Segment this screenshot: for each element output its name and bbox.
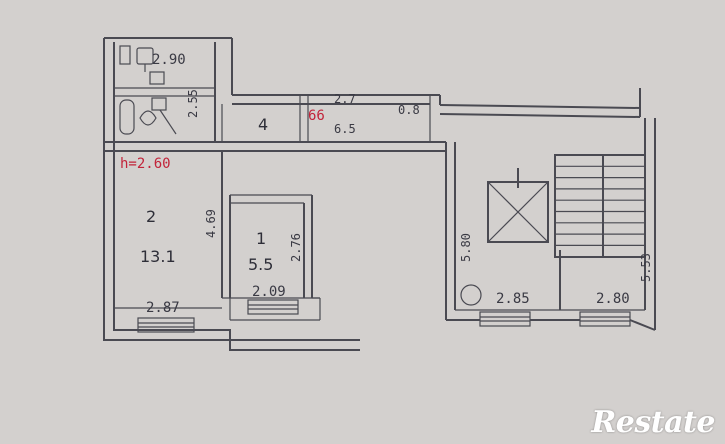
- elevator-shaft: [487, 168, 549, 243]
- stairwell-left-width: 2.85: [496, 291, 530, 307]
- window-stairwell-right: [579, 311, 631, 327]
- bathroom-fixtures: [119, 45, 177, 135]
- staircase: [554, 154, 646, 258]
- living-room-length: 4.69: [204, 209, 218, 238]
- living-room-number: 2: [146, 207, 156, 226]
- ceiling-height-label: h=2.60: [120, 156, 171, 172]
- stairwell-right-width: 2.80: [596, 291, 630, 307]
- corridor-bottom-dim: 6.5: [334, 122, 356, 136]
- living-room-width: 2.87: [146, 300, 180, 316]
- corridor-door-width: 66: [308, 108, 325, 124]
- bath-length-label: 2.55: [186, 89, 200, 118]
- stairwell-walls: [439, 88, 656, 331]
- corridor-top-dim: 2.7: [334, 92, 356, 106]
- corridor-right-dim: 0.8: [398, 103, 420, 117]
- kitchen-width: 2.09: [252, 284, 286, 300]
- bath-width-label: 2.90: [152, 52, 186, 68]
- window-living: [137, 317, 195, 333]
- stairwell-length: 5.80: [459, 233, 473, 262]
- restate-watermark-logo: Restate: [591, 405, 715, 440]
- stairwell-side-dim: 5.53: [639, 253, 653, 282]
- kitchen-length: 2.76: [289, 233, 303, 262]
- corridor-room-number: 4: [258, 115, 268, 134]
- living-room-area: 13.1: [140, 247, 176, 266]
- chute-circle: [460, 284, 482, 306]
- apartment-walls: [103, 37, 446, 351]
- window-kitchen: [247, 299, 299, 315]
- kitchen-room-number: 1: [256, 229, 266, 248]
- window-stairwell-left: [479, 311, 531, 327]
- kitchen-area: 5.5: [248, 255, 273, 274]
